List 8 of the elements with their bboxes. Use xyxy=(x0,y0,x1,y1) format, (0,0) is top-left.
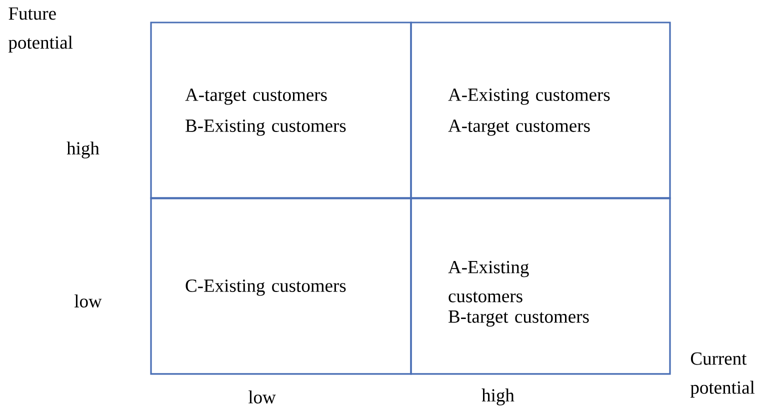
axis-label: low xyxy=(74,294,102,308)
quadrant-cell: C-Existing customers xyxy=(150,197,412,375)
quadrant-cell: A-Existing customers A-target customers xyxy=(410,22,671,200)
quadrant-cell: A-target customers B-Existing customers xyxy=(150,22,412,200)
axis-label: Current potential xyxy=(690,352,755,398)
axis-label: Future potential xyxy=(8,7,73,53)
quadrant-cell: A-Existing customers B-target customers xyxy=(410,197,671,375)
axis-label: high xyxy=(66,142,100,158)
